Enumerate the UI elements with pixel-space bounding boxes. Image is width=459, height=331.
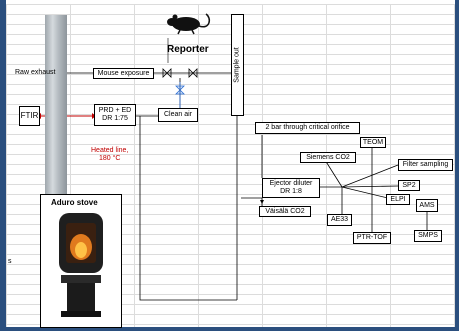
teom-box: TEOM [360, 137, 386, 148]
ae33-box: AE33 [327, 214, 352, 226]
to-filter-line [341, 164, 399, 188]
ptr-tof-box: PTR-TOF [353, 232, 391, 244]
return-loop-line [139, 116, 237, 301]
critical-orifice-box: 2 bar through critical orifice [255, 122, 360, 134]
smps-box: SMPS [414, 230, 442, 242]
sample-out-box: Sample out [231, 14, 244, 116]
valve-2 [188, 68, 198, 78]
window-frame-left [0, 0, 6, 331]
stove-panel: Aduro stove [40, 194, 122, 328]
filter-sampling-box: Filter sampling [398, 159, 453, 171]
window-frame-bottom [0, 327, 459, 331]
stove-illustration [59, 213, 103, 317]
valve-1 [162, 68, 172, 78]
raw-exhaust-label: Raw exhaust [15, 69, 56, 76]
mouse-exposure-box: Mouse exposure [93, 68, 154, 79]
sp2-box: SP2 [398, 180, 420, 191]
prd-ed-line2: DR 1:75 [102, 115, 128, 122]
vaisala-co2-box: Väisälä CO2 [259, 206, 311, 217]
sample-out-label: Sample out [233, 47, 241, 83]
clean-air-box: Clean air [158, 108, 198, 122]
ftir-box: FTIR [19, 106, 40, 126]
ams-box: AMS [416, 199, 438, 212]
to-sp2-line [341, 185, 399, 188]
heated-line-label2: 180 °C [99, 155, 121, 162]
to-siemens-line [324, 159, 343, 188]
stove-title: Aduro stove [51, 198, 98, 207]
ejector-line2: DR 1:8 [280, 188, 302, 195]
prd-ed-box: PRD + ED DR 1:75 [94, 104, 136, 126]
prd-ed-line1: PRD + ED [98, 107, 132, 114]
ejector-diluter-box: Ejector diluter DR 1:8 [262, 178, 320, 198]
window-frame-right [455, 0, 459, 331]
elpi-box: ELPI [386, 194, 410, 205]
reporter-label: Reporter [167, 44, 209, 55]
ejector-line1: Ejector diluter [269, 180, 313, 187]
chimney-pipe [45, 15, 67, 201]
heated-line-label1: Heated line, [91, 147, 129, 154]
margin-text: s [8, 258, 12, 265]
siemens-co2-box: Siemens CO2 [300, 152, 356, 163]
